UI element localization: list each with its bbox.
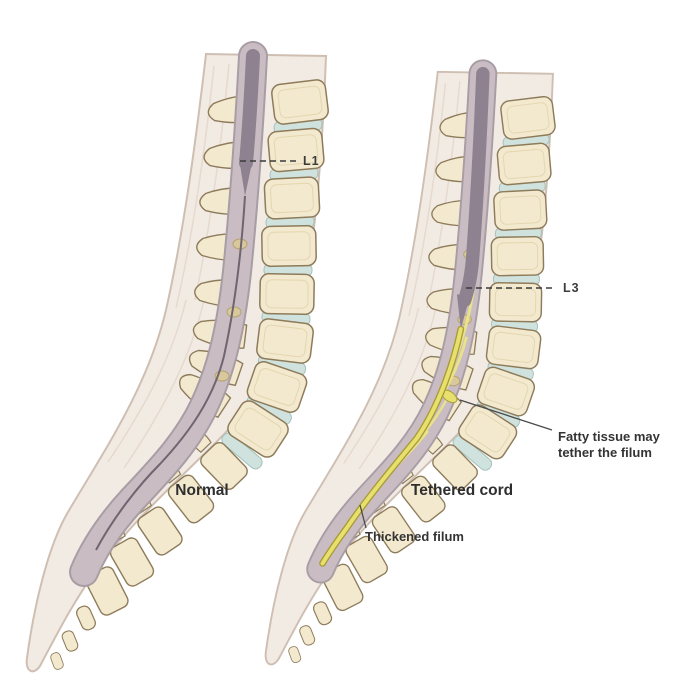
panel-normal	[27, 54, 330, 671]
label-l1: L1	[303, 154, 320, 168]
label-l3: L3	[563, 281, 580, 295]
label-thickened-filum: Thickened filum	[365, 529, 464, 544]
thickened-filum	[320, 327, 463, 566]
leader-thickened-filum	[359, 504, 367, 529]
label-fatty-tissue-line2: tether the filum	[558, 445, 652, 460]
caption-tethered-cord: Tethered cord	[411, 482, 513, 499]
conus-medullaris-normal	[239, 158, 253, 196]
leader-fatty-tissue	[459, 399, 553, 431]
conus-medullaris-tethered	[456, 294, 471, 330]
label-fatty-tissue-line1: Fatty tissue may	[558, 429, 661, 444]
labels-layer: L1 L3 Fatty tissue may tether the filum …	[175, 154, 660, 544]
filum-terminale-normal	[95, 195, 246, 551]
spinal-cord-normal	[239, 49, 260, 170]
caption-normal: Normal	[175, 482, 228, 499]
